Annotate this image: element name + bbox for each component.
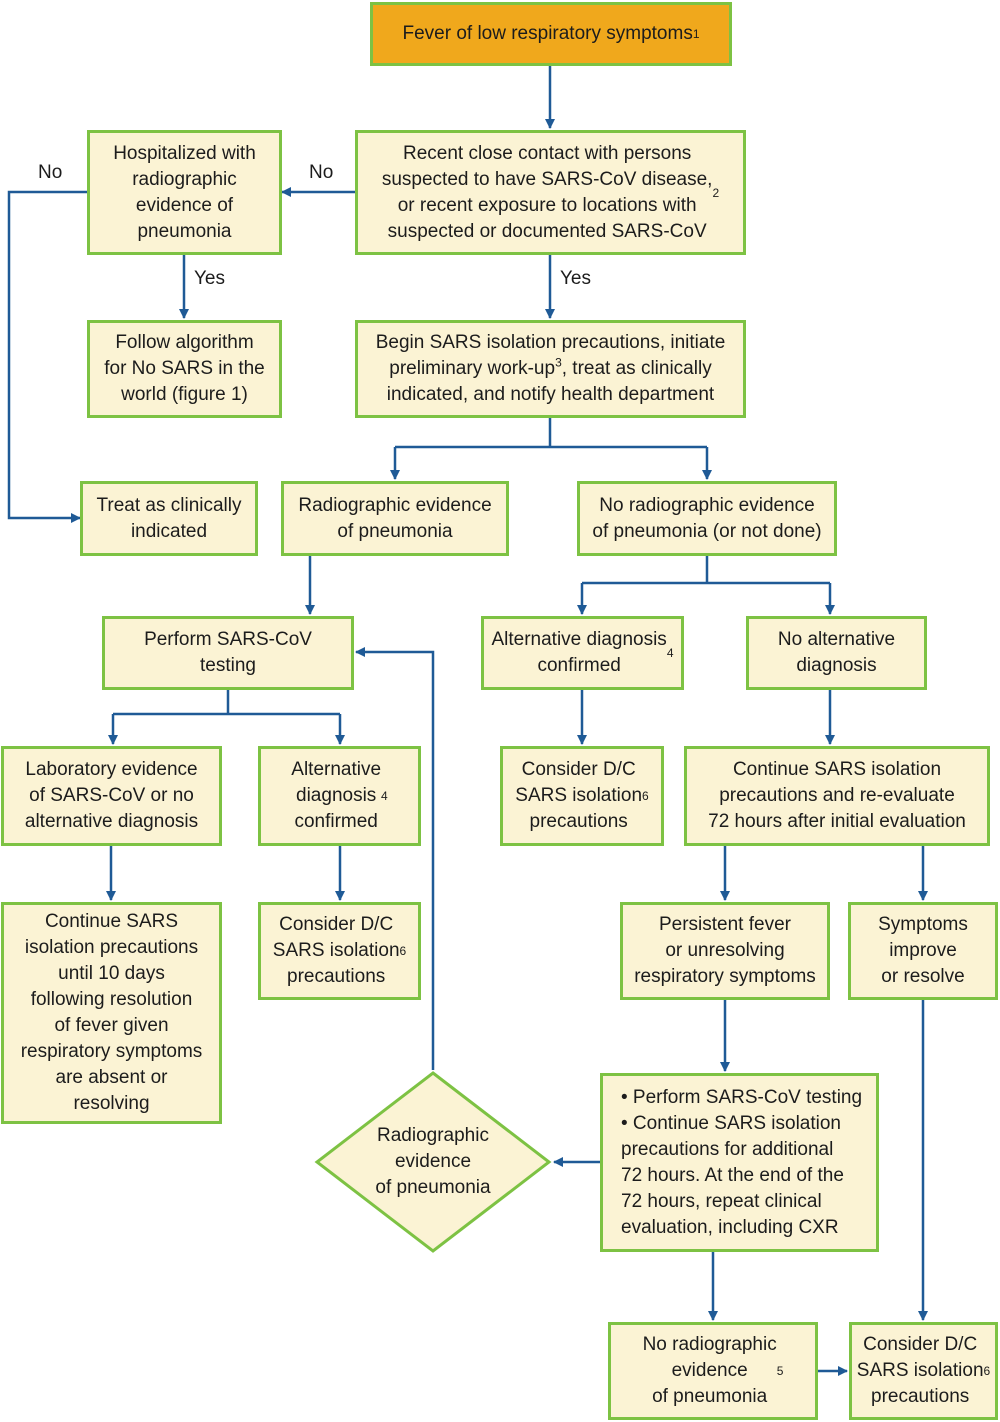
follow-algorithm-node: Follow algorithm for No SARS in the worl… [87, 320, 282, 418]
treat-clinically-node: Treat as clinically indicated [80, 481, 258, 556]
follow-algorithm-text: Follow algorithm for No SARS in the worl… [104, 332, 265, 405]
decision-diamond [314, 1071, 552, 1253]
connector-testing-split [113, 690, 340, 716]
radiographic-pneumonia-text: Radiographic evidence of pneumonia [298, 494, 492, 542]
radiographic-pneumonia-node: Radiographic evidence of pneumonia [281, 481, 509, 556]
consider-dc-mid-text: Consider D/C SARS isolation precautions [515, 759, 643, 832]
no-radiographic-final-text: No radiographic evidence of pneumonia [642, 1334, 777, 1407]
connector-no-radiographic-split [582, 556, 830, 585]
no-alt-dx-text: No alternative diagnosis [777, 629, 896, 676]
edge-label-yes-right: Yes [560, 268, 591, 289]
begin-isolation-footnote: 3 [555, 355, 562, 370]
continue-reeval-node: Continue SARS isolation precautions and … [684, 746, 990, 846]
alt-dx-right-text: Alternative diagnosis confirmed [491, 629, 667, 676]
perform-continue-node: • Perform SARS-CoV testing • Continue SA… [600, 1073, 879, 1252]
consider-dc-left-text: Consider D/C SARS isolation precautions [272, 914, 400, 987]
no-radiographic-text: No radiographic evidence of pneumonia (o… [592, 494, 822, 542]
continue-10days-node: Continue SARS isolation precautions unti… [1, 902, 222, 1124]
lab-evidence-text: Laboratory evidence of SARS-CoV or no al… [24, 759, 199, 832]
persistent-fever-node: Persistent fever or unresolving respirat… [620, 902, 830, 1000]
arrow-hospitalized-no-to-treat [7, 190, 87, 523]
consider-dc-final-text: Consider D/C SARS isolation precautions [856, 1334, 984, 1407]
treat-clinically-text: Treat as clinically indicated [96, 494, 242, 542]
continue-reeval-text: Continue SARS isolation precautions and … [708, 759, 966, 832]
lab-evidence-node: Laboratory evidence of SARS-CoV or no al… [1, 746, 222, 846]
perform-testing-node: Perform SARS-CoV testing [102, 616, 354, 690]
connector-begin-split [395, 418, 707, 449]
persistent-fever-text: Persistent fever or unresolving respirat… [634, 914, 816, 987]
no-alt-dx-node: No alternative diagnosis [746, 616, 927, 690]
no-radiographic-node: No radiographic evidence of pneumonia (o… [577, 481, 837, 556]
perform-continue-text: • Perform SARS-CoV testing • Continue SA… [621, 1086, 863, 1238]
edge-label-no-outer: No [38, 162, 63, 183]
hospitalized-node: Hospitalized with radiographic evidence … [87, 130, 282, 255]
start-text: Fever of low respiratory symptoms [402, 23, 693, 44]
decision-radiographic-text: Radiographic evidence of pneumonia [375, 1125, 491, 1198]
contact-node: Recent close contact with persons suspec… [355, 130, 746, 255]
arrow-decision-to-testing [355, 647, 435, 1070]
symptoms-improve-node: Symptoms improve or resolve [848, 902, 998, 1000]
edge-label-no-inner: No [309, 162, 334, 183]
continue-10days-text: Continue SARS isolation precautions unti… [20, 911, 203, 1114]
perform-testing-text: Perform SARS-CoV testing [144, 629, 312, 676]
edge-label-yes-left: Yes [194, 268, 225, 289]
contact-text: Recent close contact with persons suspec… [381, 142, 713, 242]
begin-isolation-node: Begin SARS isolation precautions, initia… [355, 320, 746, 418]
symptoms-improve-text: Symptoms improve or resolve [878, 914, 968, 987]
hospitalized-text: Hospitalized with radiographic evidence … [113, 142, 256, 242]
alt-dx-left-text: Alternative diagnosis confirmed [291, 759, 382, 832]
begin-isolation-text: Begin SARS isolation precautions, initia… [375, 332, 726, 405]
